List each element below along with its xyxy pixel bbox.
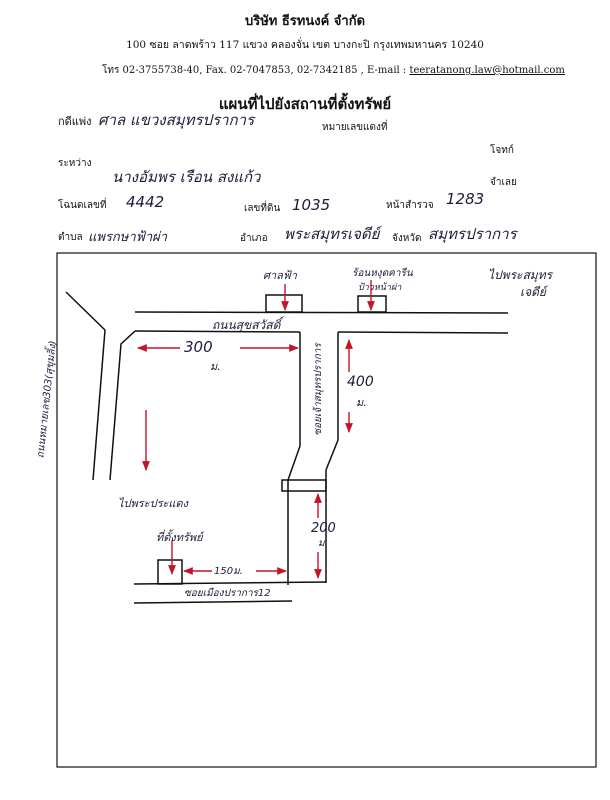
main-road-top-edge — [134, 311, 509, 314]
property-location-label: ที่ตั้งทรัพย์ — [156, 531, 203, 544]
distance-300-label: 300 — [184, 338, 213, 356]
contact-email-link[interactable]: teeratanong.law@hotmail.com — [409, 65, 565, 76]
survey-page-value: 1283 — [446, 190, 485, 208]
school-box — [357, 295, 387, 313]
map-frame — [56, 252, 597, 768]
distance-200-label: 200 — [311, 521, 336, 536]
survey-page-label: หน้าสำรวจ — [386, 200, 434, 211]
left-road-outer-edge — [65, 291, 106, 481]
amphoe-label: อำเภอ — [240, 233, 268, 244]
tambon-value: แพรกษาฟ้าผ่า — [88, 230, 168, 245]
distance-150-label: 150ม. — [214, 566, 243, 577]
soi-road-right-edge — [325, 332, 339, 583]
tambon-label: ตำบล — [58, 232, 83, 243]
red-case-number-label: หมายเลขแดงที่ — [322, 122, 388, 133]
company-name: บริษัท ธีรทนงค์ จำกัด — [244, 14, 366, 29]
between-value: นางอัมพร เรือน สงแก้ว — [112, 168, 261, 186]
company-contact: โทร 02-3755738-40, Fax. 02-7047853, 02-7… — [102, 63, 565, 78]
distance-200-unit: ม. — [318, 538, 328, 549]
land-number-label: เลขที่ดิน — [244, 203, 281, 214]
court-type-label: กดีแพ่ง — [58, 115, 92, 128]
main-road-bottom-edge — [134, 330, 301, 333]
bottom-soi-name: ซอยเมืองปราการ12 — [184, 588, 271, 599]
deed-number-label: โฉนดเลขที่ — [58, 200, 107, 211]
distance-400-unit: ม. — [356, 396, 367, 409]
left-road-inner-edge — [109, 330, 136, 481]
bridge-box — [281, 479, 327, 492]
sala-fa-box — [265, 294, 303, 313]
province-value: สมุทรปราการ — [428, 225, 517, 243]
document-title: แผนที่ไปยังสถานที่ตั้งทรัพย์ — [218, 95, 392, 113]
school-label-line1: ร้อนหงุดคารีน — [352, 268, 413, 279]
soi-road-left-edge — [287, 332, 301, 585]
deed-number-value: 4442 — [126, 193, 165, 211]
property-box — [157, 559, 183, 585]
sala-fa-label: ศาลฟ้า — [263, 269, 297, 282]
to-phra-samut-label-line2: เจดีย์ — [520, 285, 546, 299]
main-road-name: ถนนสุขสวัสดิ์ — [212, 318, 281, 332]
main-road-bottom-edge-right — [337, 331, 509, 334]
province-label: จังหวัด — [392, 233, 422, 244]
amphoe-value: พระสมุทรเจดีย์ — [284, 225, 380, 243]
contact-phone-fax: โทร 02-3755738-40, Fax. 02-7047853, 02-7… — [102, 65, 410, 76]
court-value: ศาล แขวงสมุทรปราการ — [98, 111, 255, 129]
to-phra-pradaeng-label: ไปพระประแดง — [118, 497, 188, 510]
distance-400-label: 400 — [347, 374, 374, 390]
bottom-soi-bottom-edge — [133, 600, 293, 604]
to-phra-samut-label: ไปพระสมุทร — [488, 268, 553, 282]
school-label-line2: ป้าวหน้าผ่า — [358, 283, 402, 293]
soi-main-road-name: ซอยเจ้าสมุทรปราการ — [312, 343, 324, 436]
land-number-value: 1035 — [292, 196, 331, 214]
distance-300-unit: ม. — [210, 360, 221, 373]
plaintiff-label: โจทก์ — [490, 145, 514, 156]
company-address: 100 ซอย ลาดพร้าว 117 แขวง คลองจั่น เขต บ… — [126, 39, 484, 51]
between-label: ระหว่าง — [58, 158, 92, 169]
defendant-label: จำเลย — [490, 177, 517, 188]
